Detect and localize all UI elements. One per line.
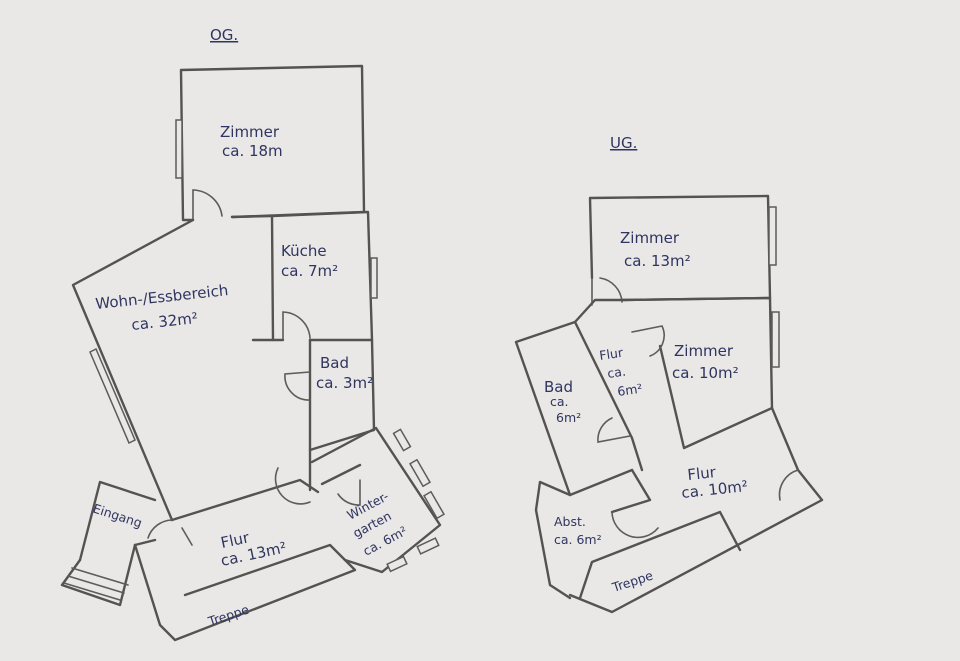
og-wintergarten-walls <box>310 426 442 574</box>
og-kueche-name: Küche <box>281 242 327 260</box>
og-flur-entry-door-swing <box>147 519 173 539</box>
og-kueche-walls <box>270 210 374 342</box>
ug-flur-small-door-swing <box>597 417 631 443</box>
og-eingang-label: Eingang <box>91 501 144 531</box>
og-kueche-window <box>370 257 378 299</box>
og-zimmer-name: Zimmer <box>220 123 280 141</box>
og-wintergarten-door-swing <box>337 479 361 506</box>
og-wintergarten-window-5 <box>416 537 440 555</box>
og-wintergarten-window-3 <box>423 490 445 520</box>
ug-treppe-label: Treppe <box>609 568 655 596</box>
ug-zimmer1-name: Zimmer <box>620 229 680 247</box>
ug-abst-door-swing <box>611 511 659 539</box>
ug-zimmer2-door-swing <box>631 325 665 357</box>
ug-flur-walls <box>568 406 824 614</box>
ug-zimmer1-area: ca. 13m² <box>624 252 691 270</box>
og-eingang-step-3 <box>63 582 121 601</box>
ug-zimmer2-area: ca. 10m² <box>672 364 739 382</box>
ug-abst-name: Abst. <box>554 514 586 529</box>
ug-zimmer1-window <box>768 206 777 266</box>
ug-flur-small-name: Flur <box>598 345 624 363</box>
ug-bad-walls <box>514 320 634 497</box>
ug-zimmer1-walls <box>588 194 772 302</box>
ug-heading: UG. <box>610 134 637 152</box>
ug-bad-area-1: ca. <box>550 394 569 409</box>
og-treppe-label: Treppe <box>205 602 251 630</box>
ug-abst-walls <box>534 480 572 600</box>
ug-flur-small-walls <box>573 298 624 324</box>
ug-flur-small-inner-wall <box>573 320 644 472</box>
ug-flur-name: Flur <box>687 463 718 484</box>
ug-plan: UG. Zimmer ca. 13m² Zimmer ca. 10m² Flur… <box>514 134 824 614</box>
ug-zimmer2-name: Zimmer <box>674 342 734 360</box>
ug-treppe-walls <box>578 510 742 600</box>
og-kueche-area: ca. 7m² <box>281 262 338 280</box>
og-wohn-name: Wohn-/Essbereich <box>95 281 230 313</box>
og-wintergarten-window-4 <box>386 555 408 573</box>
og-bad-area: ca. 3m² <box>316 374 373 392</box>
og-heading: OG. <box>210 26 238 44</box>
og-eingang-walls <box>78 480 157 562</box>
ug-bad-area-2: 6m² <box>556 410 581 425</box>
og-flur-door-swing <box>274 467 311 505</box>
og-wohn-walls <box>71 218 195 522</box>
og-wohn-kueche-wall <box>270 214 275 342</box>
ug-zimmer2-window <box>771 311 780 368</box>
og-kueche-door-swing <box>282 311 311 341</box>
og-zimmer-window <box>175 119 183 179</box>
og-plan: OG. <box>60 26 445 642</box>
og-wohn-top-wall <box>230 214 274 219</box>
ug-abst-inner-wall <box>610 468 652 514</box>
og-bad-door-swing <box>284 371 311 401</box>
ug-abst-area: ca. 6m² <box>554 532 602 547</box>
og-eingang-stairs-outline <box>60 543 137 607</box>
og-wintergarten-window-1 <box>392 428 412 452</box>
og-wintergarten-window-2 <box>409 458 431 488</box>
og-bad-name: Bad <box>320 354 349 372</box>
og-wintergarten-inner-wall <box>320 463 362 486</box>
og-zimmer-area: ca. 18m <box>222 142 283 160</box>
og-eingang-step-2 <box>67 575 125 594</box>
og-eingang-step-1 <box>71 567 129 586</box>
og-flur-name: Flur <box>219 528 251 552</box>
og-flur-entry-wall <box>133 538 157 547</box>
og-wohn-window <box>89 347 136 445</box>
og-wohn-area: ca. 32m² <box>131 309 199 334</box>
ug-bad-name: Bad <box>544 378 573 396</box>
og-zimmer-door-swing <box>192 189 223 221</box>
og-flur-walls <box>170 478 320 522</box>
ug-flur-small-area-2: 6m² <box>616 381 643 399</box>
ug-flur-small-area-1: ca. <box>606 364 626 381</box>
og-flur-lower-wall <box>133 543 357 642</box>
ug-flur-door-swing <box>778 469 799 501</box>
og-flur-entry-mark <box>181 527 193 546</box>
ug-zimmer1-door-swing <box>591 277 623 306</box>
